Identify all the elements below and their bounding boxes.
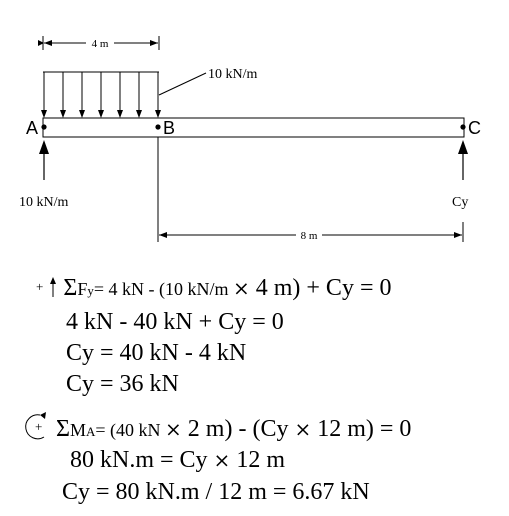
times-symbol-3: × [294,417,312,441]
eq6-p1: 80 kN.m = Cy [70,447,214,473]
dimension-top: 4 m [38,36,160,50]
load-label: 10 kN/m [208,67,258,82]
counterclockwise-moment-icon: + [25,412,46,440]
eq1-lhs: = 4 kN - (10 kN/m [93,279,233,299]
reaction-c-arrow: Cy [452,140,468,210]
beam-diagram: 4 m 10 kN/m A B [19,36,481,242]
equation-2: 4 kN - 40 kN + Cy = 0 [66,309,284,335]
equation-sum-fy: + ΣFy= 4 kN - (10 kN/m × 4 m) + Cy = 0 [36,276,391,300]
times-symbol-4: × [213,448,231,472]
load-arrows [43,72,159,112]
dim-bottom-label: 8 m [301,230,318,242]
eq1-rest: 4 m) + Cy = 0 [249,275,392,301]
point-b-label: B [163,118,175,138]
eq5-p2: 2 m) - (Cy [181,416,295,442]
point-a: A [26,118,47,138]
reaction-c-label: Cy [452,195,468,210]
eq5-p1: = (40 kN [95,420,166,440]
equation-sum-ma: + ΣMA= (40 kN × 2 m) - (Cy × 12 m) = 0 [22,412,411,442]
equation-7: Cy = 80 kN.m / 12 m = 6.67 kN [62,479,370,505]
point-a-label: A [26,118,38,138]
sigma-symbol: Σ [63,275,78,301]
equation-4: Cy = 36 kN [66,371,179,397]
f-subscript: y [87,283,94,298]
eq5-p3: 12 m) = 0 [311,416,412,442]
dimension-bottom: 8 m [157,137,464,242]
reaction-a-arrow: 10 kN/m [19,140,69,210]
beam [42,117,465,138]
reaction-a-label: 10 kN/m [19,195,69,210]
point-b: B [155,118,175,138]
up-arrow-icon [50,277,57,297]
dim-top-label: 4 m [92,38,109,50]
distributed-load: 10 kN/m [41,67,258,118]
f-symbol: F [77,279,88,299]
sign-plus-fy-text: + [36,279,44,294]
point-c: C [460,118,481,138]
equation-6: 80 kN.m = Cy × 12 m [70,448,285,472]
eq6-p2: 12 m [230,447,285,473]
equation-3: Cy = 40 kN - 4 kN [66,340,247,366]
m-symbol: M [69,420,86,440]
sigma-symbol-2: Σ [56,416,70,442]
point-c-label: C [468,118,481,138]
times-symbol-2: × [165,417,182,441]
m-subscript: A [85,424,96,439]
sign-plus-ma: + [35,419,42,434]
times-symbol: × [232,276,250,300]
